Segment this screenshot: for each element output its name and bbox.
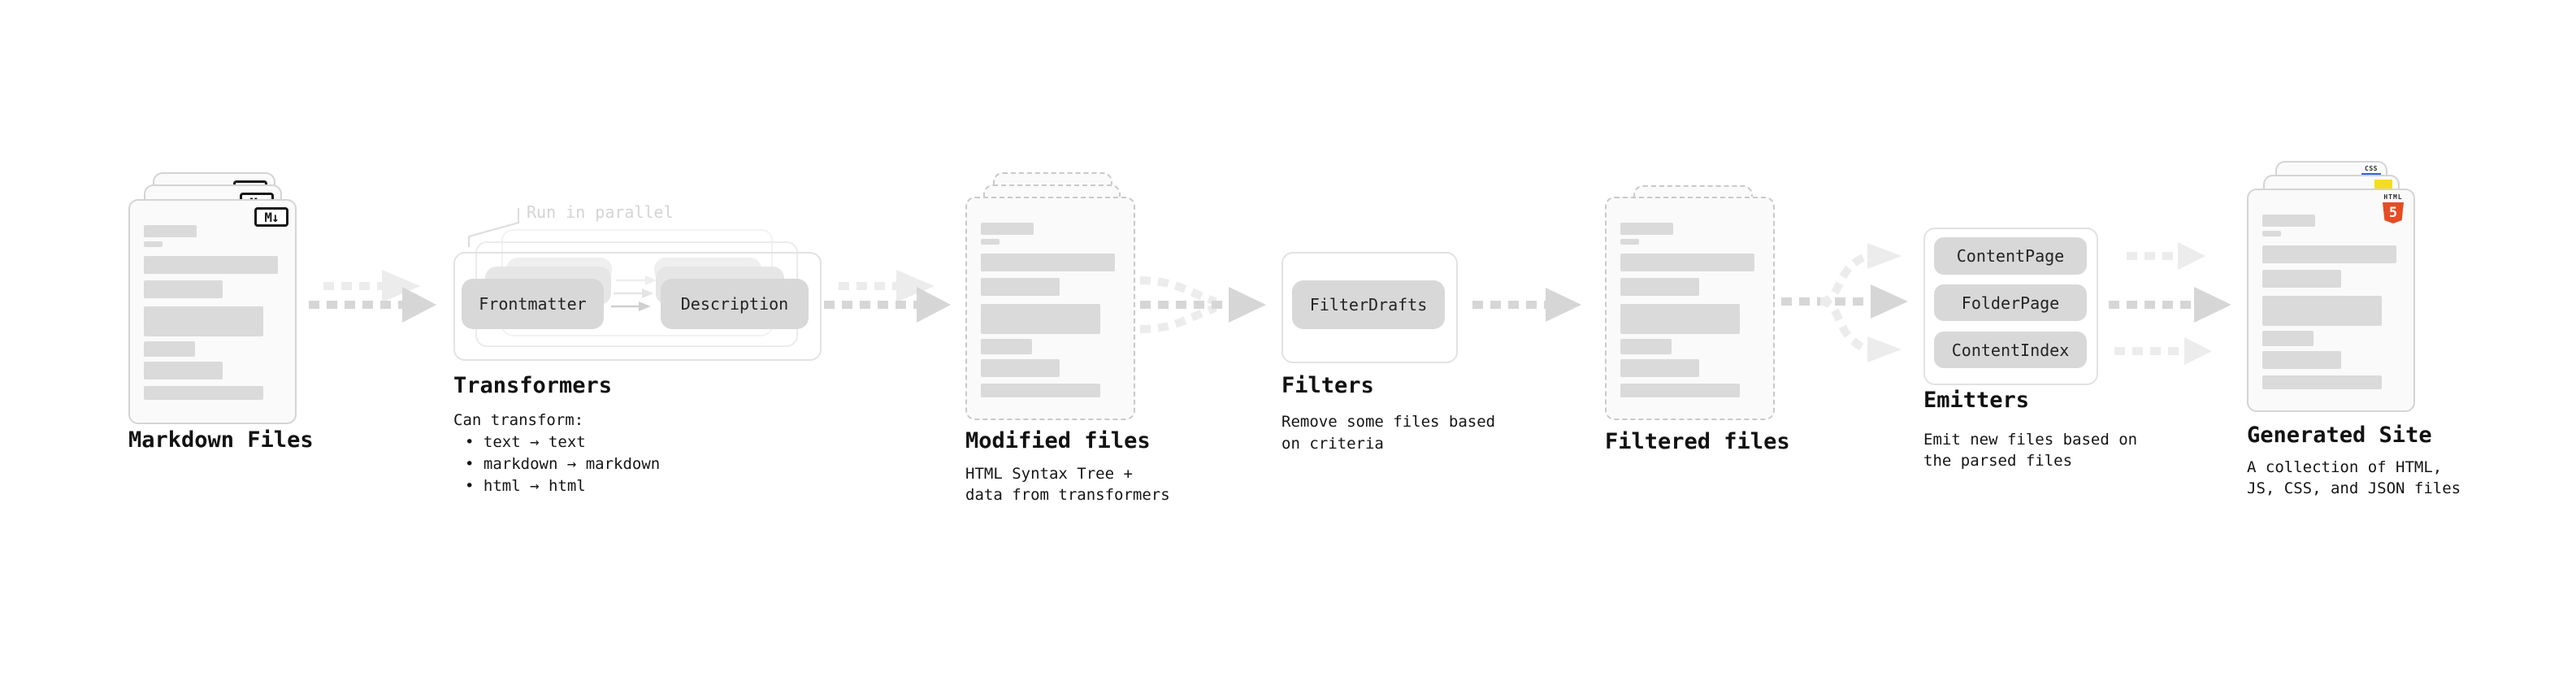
- emitter-pill-contentpage: ContentPage: [1934, 237, 2087, 275]
- text-line-bar: [1620, 384, 1740, 397]
- stage-subtitle: A collection of HTML, JS, CSS, and JSON …: [2247, 457, 2461, 499]
- transformer-pill-description: Description: [661, 279, 809, 329]
- text-line-bar: [144, 386, 263, 400]
- arrow-markdown-to-transformers: [309, 270, 436, 323]
- text-line-bar: [2262, 270, 2341, 288]
- stage-label: Transformers: [453, 373, 613, 398]
- javascript-icon: [2374, 180, 2392, 189]
- modified-file-card-front: [965, 197, 1135, 420]
- run-in-parallel-label: Run in parallel: [527, 202, 674, 222]
- css-underline: [2361, 173, 2381, 176]
- text-line-bar: [981, 239, 1000, 245]
- text-line-bar: [1620, 223, 1673, 235]
- text-line-bar: [144, 241, 163, 247]
- subtitle-line: HTML Syntax Tree +: [965, 465, 1133, 483]
- filter-pill-filterdrafts: FilterDrafts: [1292, 280, 1445, 329]
- text-line-bar: [2262, 375, 2382, 389]
- subtitle-line: Remove some files based: [1281, 413, 1496, 431]
- stage-label: Filtered files: [1605, 429, 1790, 454]
- text-line-bar: [1620, 254, 1754, 271]
- generated-file-card-html: HTML 5: [2247, 189, 2415, 412]
- text-line-bar: [2262, 351, 2341, 369]
- text-line-bar: [144, 280, 223, 298]
- text-line-bar: [1620, 278, 1699, 296]
- arrow-filtered-to-emitters: [1781, 243, 1908, 362]
- arrow-transformers-to-modified: [824, 270, 951, 323]
- text-line-bar: [1620, 304, 1740, 334]
- stage-label: Modified files: [965, 428, 1151, 453]
- text-line-bar: [144, 256, 278, 274]
- text-line-bar: [2262, 215, 2315, 227]
- subtitle-line: the parsed files: [1923, 452, 2073, 470]
- text-line-bar: [981, 254, 1115, 271]
- subtitle-line: on criteria: [1281, 435, 1384, 453]
- transformer-layer-front: [453, 252, 822, 361]
- text-line-bar: [1620, 359, 1699, 377]
- stage-label: Generated Site: [2247, 423, 2432, 448]
- stage-label: Markdown Files: [128, 427, 314, 453]
- transformer-pill-frontmatter: Frontmatter: [462, 279, 604, 329]
- transformer-pill-arrows: [611, 275, 657, 311]
- note-title: Can transform:: [453, 411, 584, 429]
- html5-wordmark: HTML: [2383, 193, 2403, 201]
- subtitle-line: data from transformers: [965, 486, 1170, 504]
- text-line-bar: [981, 359, 1060, 377]
- note-bullet: • markdown → markdown: [465, 455, 661, 473]
- arrow-filters-to-filtered: [1472, 288, 1581, 322]
- text-line-bar: [981, 304, 1100, 334]
- text-line-bar: [144, 306, 263, 336]
- html5-shield: 5: [2383, 202, 2404, 223]
- css-wordmark: CSS: [2365, 165, 2378, 172]
- html5-numeral: 5: [2388, 205, 2398, 221]
- subtitle-line: A collection of HTML,: [2247, 458, 2443, 476]
- stage-label: Filters: [1281, 373, 1374, 398]
- stage-subtitle: Remove some files based on criteria: [1281, 411, 1495, 455]
- stage-note: Can transform: • text → text • markdown …: [453, 410, 660, 497]
- text-line-bar: [1620, 239, 1639, 245]
- note-bullet: • text → text: [465, 433, 586, 451]
- text-line-bar: [144, 341, 195, 357]
- text-line-bar: [981, 223, 1034, 235]
- html5-icon: HTML 5: [2383, 194, 2404, 223]
- arrow-emitters-to-generated: [2109, 242, 2231, 365]
- text-line-bar: [981, 339, 1032, 354]
- text-line-bar: [2262, 296, 2382, 326]
- stage-label: Emitters: [1923, 388, 2030, 413]
- css-icon: CSS: [2361, 166, 2381, 176]
- text-line-bar: [981, 278, 1060, 296]
- arrow-modified-to-filters: [1139, 276, 1266, 333]
- text-line-bar: [1620, 339, 1672, 354]
- stage-subtitle: HTML Syntax Tree + data from transformer…: [965, 463, 1170, 505]
- subtitle-line: JS, CSS, and JSON files: [2247, 479, 2461, 497]
- text-line-bar: [2262, 331, 2314, 346]
- note-bullet: • html → html: [465, 477, 586, 495]
- stage-subtitle: Emit new files based on the parsed files: [1923, 429, 2137, 471]
- run-in-parallel-pointer: [468, 208, 519, 247]
- emitter-pill-folderpage: FolderPage: [1934, 284, 2087, 321]
- filtered-file-card-front: [1605, 197, 1775, 420]
- text-line-bar: [144, 225, 197, 237]
- markdown-icon: M↓: [254, 207, 288, 227]
- subtitle-line: Emit new files based on: [1923, 431, 2138, 449]
- markdown-file-card-front: M↓: [128, 199, 297, 424]
- text-line-bar: [2262, 245, 2396, 263]
- emitter-pill-contentindex: ContentIndex: [1934, 332, 2087, 368]
- text-line-bar: [2262, 231, 2281, 236]
- text-line-bar: [981, 384, 1100, 397]
- text-line-bar: [144, 362, 223, 380]
